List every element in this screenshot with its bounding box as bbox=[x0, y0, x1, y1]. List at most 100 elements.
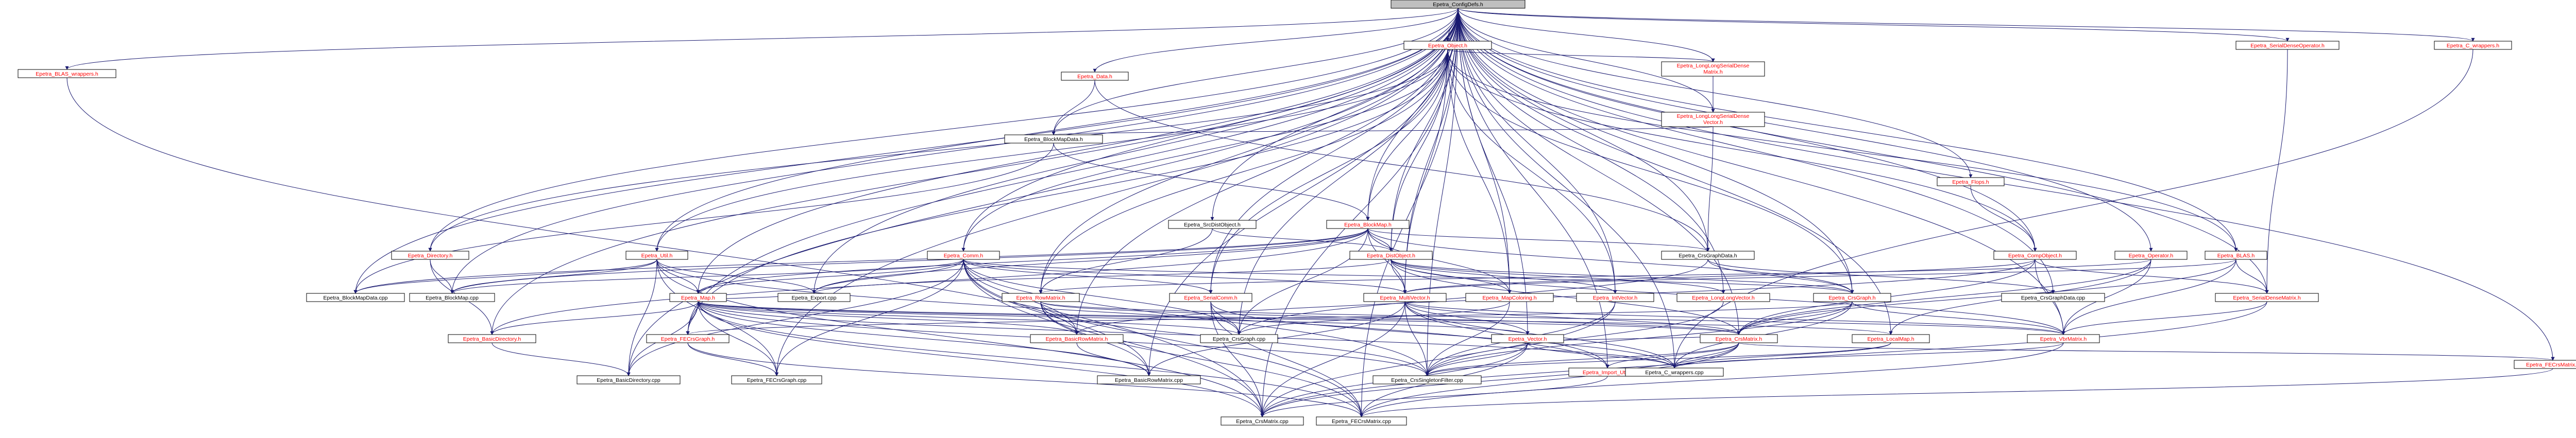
node-blockmapcpp[interactable]: Epetra_BlockMap.cpp bbox=[409, 293, 495, 302]
node-cwrap[interactable]: Epetra_C_wrappers.h bbox=[2434, 41, 2512, 50]
edge-fecrsgraph-to-fecrsmatrixcpp bbox=[687, 342, 1363, 417]
edge-root-to-vbrmatrix bbox=[1458, 8, 2065, 335]
node-crsmatrixcpp[interactable]: Epetra_CrsMatrix.cpp bbox=[1221, 416, 1304, 426]
node-rowmatrix[interactable]: Epetra_RowMatrix.h bbox=[1002, 293, 1080, 302]
node-box bbox=[2235, 41, 2340, 50]
edge-object-to-directory bbox=[428, 49, 1448, 252]
edge-data-to-crsgraphdata bbox=[1094, 80, 1710, 252]
edge-util-to-blockmapdatacpp bbox=[353, 259, 657, 294]
edge-object-to-serialcomm bbox=[1209, 49, 1448, 294]
node-mapcoloring[interactable]: Epetra_MapColoring.h bbox=[1465, 293, 1554, 302]
node-crsgraph[interactable]: Epetra_CrsGraph.h bbox=[1813, 293, 1891, 302]
node-basicdircpp[interactable]: Epetra_BasicDirectory.cpp bbox=[577, 375, 681, 384]
edge-root-to-crsgraphdata bbox=[1458, 8, 1710, 252]
node-fecrsgraph[interactable]: Epetra_FECrsGraph.h bbox=[646, 334, 730, 343]
node-sdop[interactable]: Epetra_SerialDenseOperator.h bbox=[2235, 41, 2340, 50]
node-llvector[interactable]: Epetra_LongLongVector.h bbox=[1676, 293, 1770, 302]
node-box bbox=[1661, 112, 1765, 127]
node-compobject[interactable]: Epetra_CompObject.h bbox=[1993, 251, 2077, 260]
node-vbrmatrix[interactable]: Epetra_VbrMatrix.h bbox=[2027, 334, 2100, 343]
node-label: Epetra_LongLongSerialDense bbox=[1677, 63, 1750, 69]
node-box bbox=[1200, 334, 1278, 343]
edge-rowmatrix-to-crsmatrix bbox=[1040, 301, 1741, 335]
edge-root-to-blaswrap bbox=[65, 8, 1459, 70]
edge-root-to-directory bbox=[428, 8, 1459, 252]
node-directory[interactable]: Epetra_Directory.h bbox=[391, 251, 469, 260]
node-blas[interactable]: Epetra_BLAS.h bbox=[2205, 251, 2267, 260]
node-object[interactable]: Epetra_Object.h bbox=[1403, 41, 1492, 50]
edge-root-to-crsmatrix bbox=[1458, 8, 1741, 335]
node-sdmatrix[interactable]: Epetra_SerialDenseMatrix.h bbox=[2215, 293, 2319, 302]
node-box bbox=[448, 334, 536, 343]
node-blockmap[interactable]: Epetra_BlockMap.h bbox=[1326, 220, 1410, 229]
node-label: Epetra_CrsGraph.cpp bbox=[1213, 336, 1265, 342]
node-box bbox=[1004, 134, 1103, 144]
edge-serialcomm-to-crsmatrixcpp bbox=[1210, 301, 1264, 417]
node-cwrapcpp[interactable]: Epetra_C_wrappers.cpp bbox=[1625, 367, 1724, 377]
node-blaswrap[interactable]: Epetra_BLAS_wrappers.h bbox=[18, 69, 116, 78]
node-distobject[interactable]: Epetra_DistObject.h bbox=[1349, 251, 1433, 260]
node-operator[interactable]: Epetra_Operator.h bbox=[2114, 251, 2188, 260]
edge-root-to-fecrsmatrixcpp bbox=[1360, 8, 1459, 417]
node-label: Epetra_BasicDirectory.cpp bbox=[597, 377, 660, 383]
edge-util-to-importutil bbox=[656, 259, 1609, 369]
node-vector[interactable]: Epetra_Vector.h bbox=[1491, 334, 1564, 343]
node-blockmapdatacpp[interactable]: Epetra_BlockMapData.cpp bbox=[306, 293, 405, 302]
node-label: Epetra_C_wrappers.h bbox=[2447, 43, 2499, 49]
node-box bbox=[731, 375, 822, 384]
node-basicrow[interactable]: Epetra_BasicRowMatrix.h bbox=[1030, 334, 1124, 343]
edge-root-to-data bbox=[1093, 8, 1459, 73]
edge-multivector-to-vector bbox=[1404, 301, 1530, 335]
node-box bbox=[625, 251, 688, 260]
node-crsgraphcpp[interactable]: Epetra_CrsGraph.cpp bbox=[1200, 334, 1278, 343]
node-localmap[interactable]: Epetra_LocalMap.h bbox=[1852, 334, 1930, 343]
node-util[interactable]: Epetra_Util.h bbox=[625, 251, 688, 260]
edge-util-to-crsmatrixcpp bbox=[656, 259, 1264, 417]
node-crsgraphdatacpp[interactable]: Epetra_CrsGraphData.cpp bbox=[2001, 293, 2105, 302]
node-flops[interactable]: Epetra_Flops.h bbox=[1937, 177, 2005, 186]
node-crsmatrix[interactable]: Epetra_CrsMatrix.h bbox=[1700, 334, 1778, 343]
edge-root-to-comm bbox=[961, 8, 1459, 252]
node-srcdist[interactable]: Epetra_SrcDistObject.h bbox=[1168, 220, 1257, 229]
node-fecrsgraphcpp[interactable]: Epetra_FECrsGraph.cpp bbox=[731, 375, 822, 384]
edge-operator-to-rowmatrix bbox=[1039, 259, 2151, 294]
edge-cwrap-to-cwrapcpp bbox=[1672, 49, 2473, 369]
node-intvector[interactable]: Epetra_IntVector.h bbox=[1576, 293, 1654, 302]
node-fecrsmatrixcpp[interactable]: Epetra_FECrsMatrix.cpp bbox=[1316, 416, 1407, 426]
node-crssingleton[interactable]: Epetra_CrsSingletonFilter.cpp bbox=[1372, 375, 1482, 384]
edge-root-to-sdmatrix bbox=[1458, 8, 2269, 294]
edge-crsmatrix-to-fecrsmatrix bbox=[1738, 342, 2554, 361]
edge-blockmap-to-multivector bbox=[1367, 228, 1407, 294]
node-basicdir[interactable]: Epetra_BasicDirectory.h bbox=[448, 334, 536, 343]
node-multivector[interactable]: Epetra_MultiVector.h bbox=[1363, 293, 1447, 302]
node-exportcpp[interactable]: Epetra_Export.cpp bbox=[777, 293, 851, 302]
edge-crsmatrix-to-crsmatrixcpp bbox=[1260, 342, 1739, 417]
node-blockmapdata[interactable]: Epetra_BlockMapData.h bbox=[1004, 134, 1103, 144]
edge-rowmatrix-to-basicrow bbox=[1040, 301, 1079, 335]
edge-map-to-crsmatrixcpp bbox=[698, 301, 1264, 417]
node-box bbox=[391, 251, 469, 260]
node-serialcomm[interactable]: Epetra_SerialComm.h bbox=[1169, 293, 1252, 302]
edge-crsmatrix-to-fecrsmatrixcpp bbox=[1360, 342, 1739, 417]
node-label: Epetra_CrsGraphData.h bbox=[1679, 253, 1737, 259]
node-data[interactable]: Epetra_Data.h bbox=[1061, 72, 1129, 81]
node-basicrowcpp[interactable]: Epetra_BasicRowMatrix.cpp bbox=[1097, 375, 1201, 384]
node-root[interactable]: Epetra_ConfigDefs.h bbox=[1391, 0, 1526, 9]
node-crsgraphdata[interactable]: Epetra_CrsGraphData.h bbox=[1661, 251, 1755, 260]
edge-root-to-fecrsgraphcpp bbox=[775, 8, 1459, 376]
node-comm[interactable]: Epetra_Comm.h bbox=[927, 251, 1000, 260]
edge-localmap-to-cwrapcpp bbox=[1672, 342, 1891, 369]
node-box bbox=[646, 334, 730, 343]
edge-comm-to-serialcomm bbox=[963, 259, 1213, 294]
edge-fecrsgraph-to-fecrsgraphcpp bbox=[687, 342, 778, 376]
node-fecrsmatrix[interactable]: Epetra_FECrsMatrix.h bbox=[2514, 360, 2576, 369]
node-map[interactable]: Epetra_Map.h bbox=[669, 293, 727, 302]
edge-map-to-basicdir bbox=[490, 301, 699, 335]
node-box bbox=[1576, 293, 1654, 302]
node-label: Epetra_FECrsGraph.h bbox=[661, 336, 715, 342]
node-label: Epetra_BLAS.h bbox=[2217, 253, 2255, 259]
node-box bbox=[1852, 334, 1930, 343]
